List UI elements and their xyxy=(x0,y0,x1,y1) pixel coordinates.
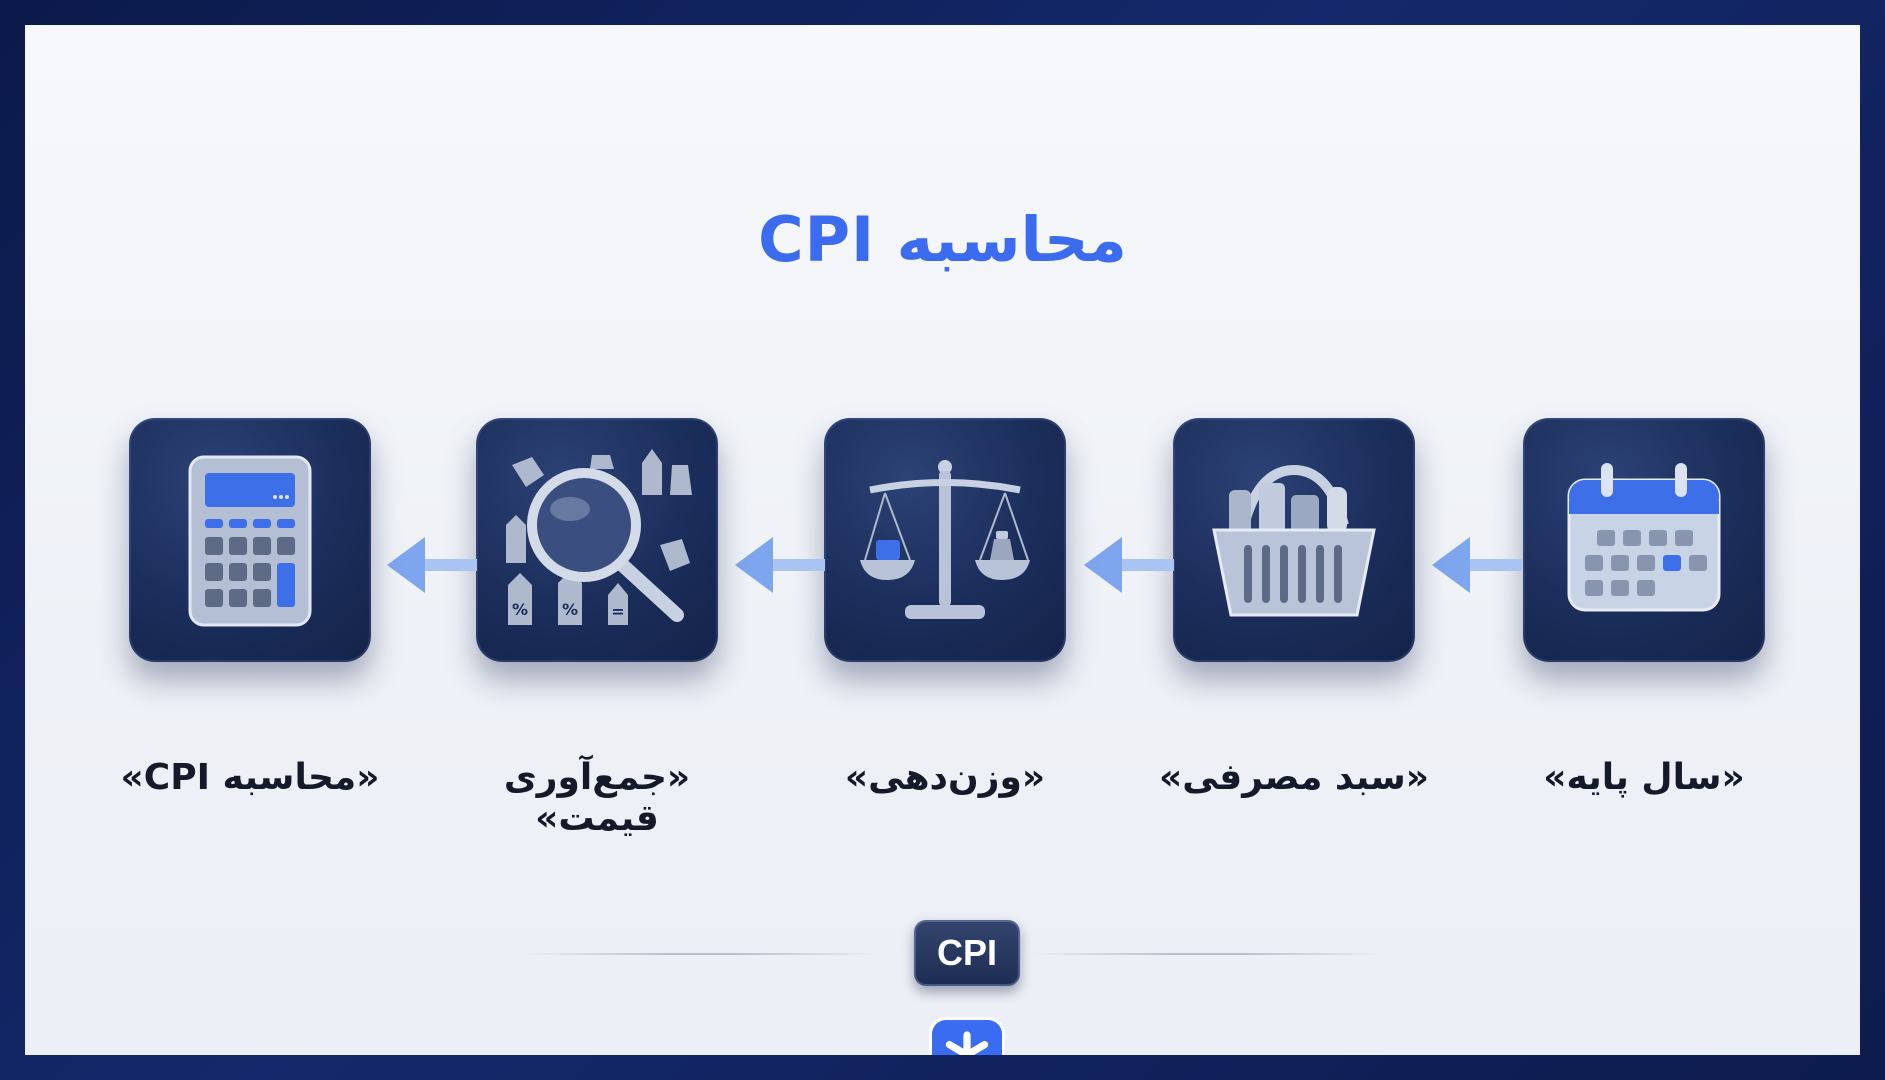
step-tile-price-collection: % % = xyxy=(476,418,718,662)
calendar-icon xyxy=(1567,463,1721,612)
step-tile-weighting xyxy=(824,418,1066,662)
calculator-icon xyxy=(188,455,312,627)
step-label-price-collection: «جمع‌آوری قیمت» xyxy=(503,757,691,839)
magnifier-price-tags-icon: % % = xyxy=(506,449,692,625)
step-tile-consumer-basket xyxy=(1173,418,1415,662)
step-label-cpi-calculation: «محاسبه CPI» xyxy=(120,757,380,798)
arrow-left-icon xyxy=(387,537,477,593)
svg-text:=: = xyxy=(611,602,624,621)
svg-text:%: % xyxy=(562,600,578,619)
page-title: محاسبه CPI xyxy=(758,203,1127,276)
arrow-left-icon xyxy=(735,537,825,593)
step-label-base-year: «سال پایه» xyxy=(1543,757,1745,798)
slide: محاسبه CPI «سال پایه» xyxy=(25,25,1860,1055)
step-label-weighting: «وزن‌دهی» xyxy=(844,757,1046,798)
svg-text:%: % xyxy=(512,600,528,619)
asterisk-logo-icon xyxy=(932,1020,1002,1055)
arrow-left-icon xyxy=(1084,537,1174,593)
basket-icon xyxy=(1212,464,1376,617)
arrow-left-icon xyxy=(1432,537,1522,593)
scale-icon xyxy=(860,460,1030,619)
divider-left xyxy=(525,953,880,955)
step-label-consumer-basket: «سبد مصرفی» xyxy=(1158,757,1430,798)
cpi-badge: CPI xyxy=(914,920,1020,986)
divider-right xyxy=(1030,953,1385,955)
step-tile-base-year xyxy=(1523,418,1765,662)
step-tile-cpi-calculation xyxy=(129,418,371,662)
